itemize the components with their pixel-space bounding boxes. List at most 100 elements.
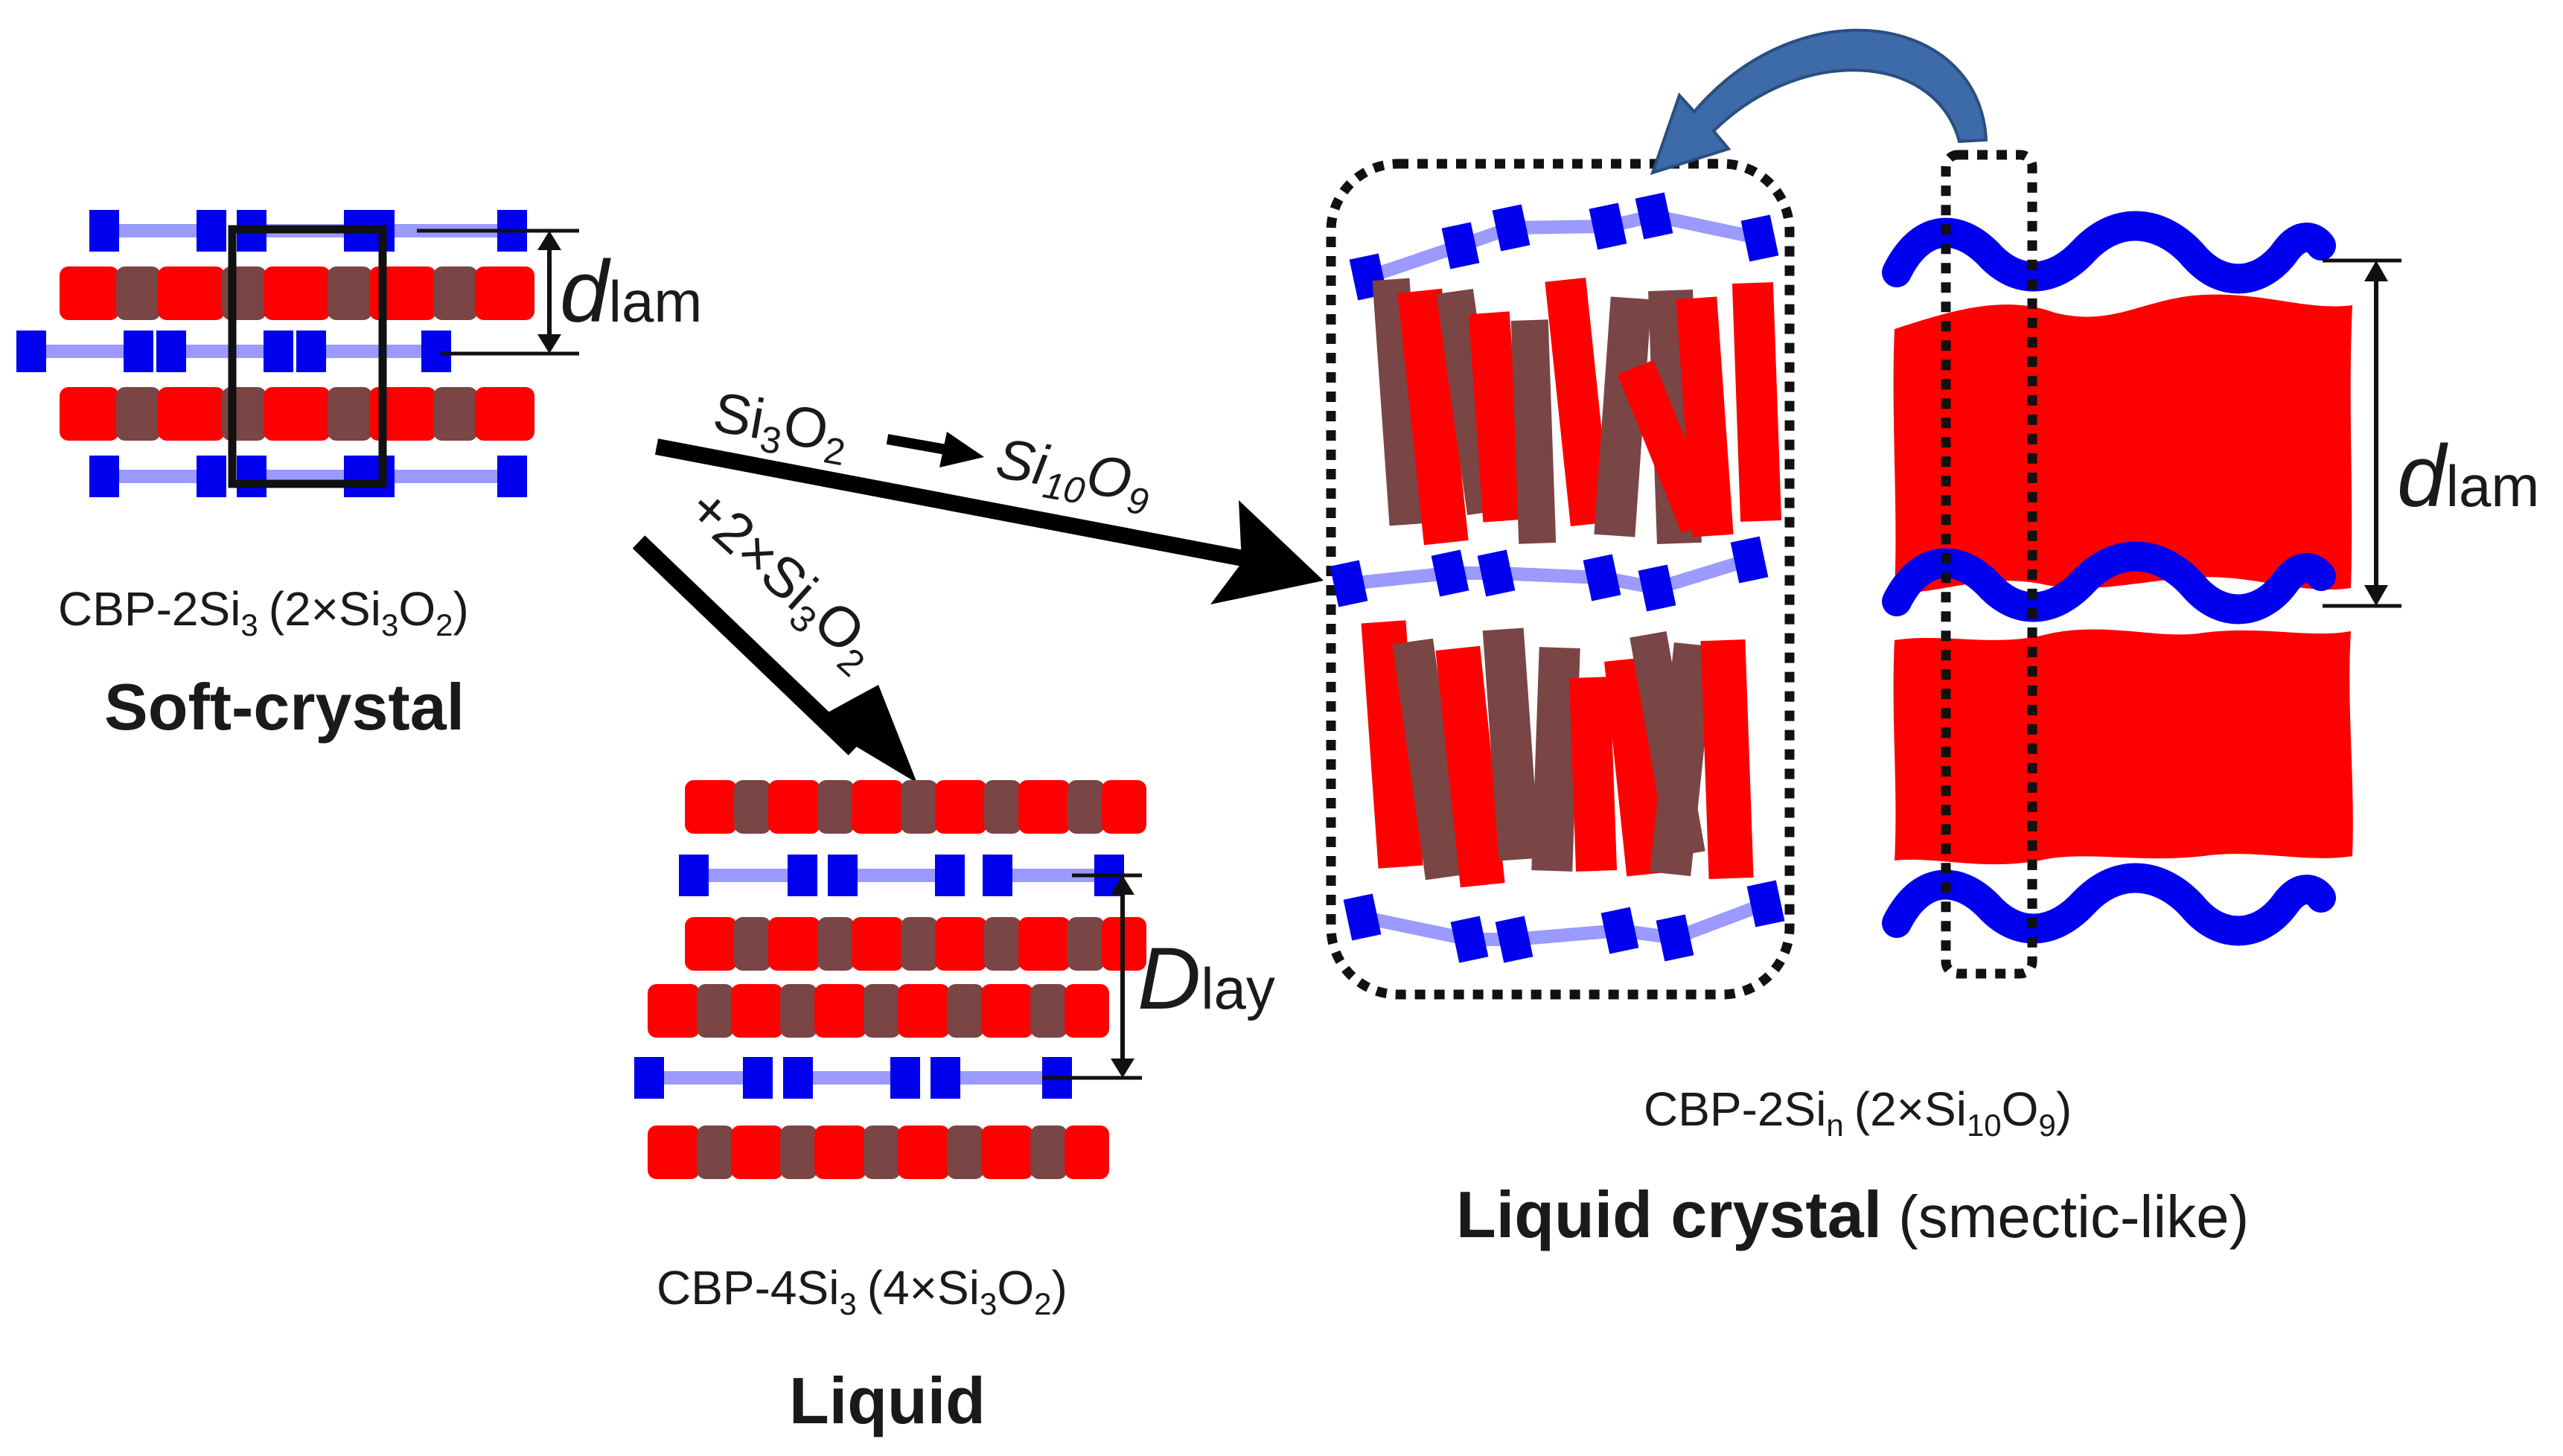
liquid-structure [634,780,1146,1179]
siloxane-unit [890,1057,920,1099]
mesogen-core-segment [817,917,855,971]
mesogen-core-segment [685,917,737,971]
siloxane-linker [311,345,436,358]
siloxane-linker [694,869,802,882]
arrow-to-liquid [632,535,917,783]
mesogen-core-segment [1067,780,1105,834]
siloxane-unit [1441,222,1480,269]
siloxane-unit [89,210,119,252]
mesogen-core-segment [768,780,820,834]
mesogen-rod [1700,639,1754,879]
siloxane-linker [104,470,211,483]
mesogen-core-segment [328,387,372,441]
d-lam-label-right: dlam [2397,427,2539,526]
mesogen-core-segment [947,1125,984,1179]
siloxane-unit [296,331,326,372]
mesogen-rod [1510,319,1557,544]
d-lam-dimension-left [417,229,579,356]
mesogen-core-segment [1065,1125,1109,1179]
mesogen-core-segment [158,387,225,441]
mesogen-rod [1392,638,1466,881]
siloxane-unit [743,1057,773,1099]
arrow-label-plus-2-si3o2: +2×Si3O2 [671,476,892,684]
siloxane-unit [1492,204,1531,252]
siloxane-unit [1583,554,1621,601]
siloxane-linker [1672,897,1769,945]
siloxane-unit [983,855,1012,896]
siloxane-unit [634,1057,664,1099]
mesogen-core-segment [328,266,372,320]
siloxane-unit [1740,214,1779,262]
siloxane-unit [197,456,226,497]
mesogen-rod [1617,360,1718,534]
unit-cell-box [228,225,387,488]
mesogen-core-segment [864,984,901,1038]
siloxane-unit [1495,916,1533,963]
mesogen-core-segment [1030,984,1067,1038]
siloxane-linker [1653,209,1761,245]
siloxane-linker [998,869,1109,882]
mesogen-core-segment [935,780,987,834]
siloxane-linker [31,345,138,358]
mesogen-core-segment [116,266,161,320]
siloxane-unit [679,855,709,896]
mesogen-core-segment [852,780,904,834]
mesogen-core-segment [898,1125,950,1179]
mesogen-rod [1594,296,1652,537]
siloxane-unit [1656,914,1694,962]
siloxane-unit [783,1057,813,1099]
soft-crystal-compound: CBP-2Si3(2×Si3O2) [58,582,469,642]
siloxane-linker [1496,566,1603,584]
mesogen-core-segment [947,984,984,1038]
siloxane-linker [380,470,512,483]
siloxane-unit [931,1057,960,1099]
mesogen-rod [1397,288,1469,546]
mesogen-core-segment [935,917,987,971]
mesogen-core-segment [898,984,950,1038]
siloxane-linker [1348,566,1451,590]
mesogen-core-segment [116,387,161,441]
mesogen-core-segment [731,984,783,1038]
siloxane-unit [1746,880,1785,927]
mesogen-core-segment [1065,984,1109,1038]
mesogen-core-segment [817,780,855,834]
mesogen-core-segment [433,266,478,320]
mesogen-core-segment [1018,917,1070,971]
siloxane-unit [237,456,266,497]
mesogen-rod [1468,311,1525,523]
siloxane-unit [1477,549,1516,597]
mesogen-core-segment [60,387,119,441]
siloxane-unit [1600,907,1639,954]
mesogen-core-segment [780,984,817,1038]
siloxane-unit [497,456,527,497]
mesogen-core-segment [1102,780,1146,834]
mesogen-core-segment [158,266,225,320]
siloxane-unit [1635,192,1673,240]
mesogen-core-segment [60,266,119,320]
d-lam-dimension-right [2323,258,2401,608]
mesogen-core-segment [734,917,771,971]
siloxane-unit [156,331,186,372]
mesogen-rod [1435,645,1505,888]
siloxane-unit [1343,893,1382,941]
mesogen-core-segment [697,1125,734,1179]
mesogen-core-segment [864,1125,901,1179]
mesogen-rod [1630,630,1705,858]
mesogen-core-segment [1030,1125,1067,1179]
mesogen-core-segment [981,984,1033,1038]
siloxane-linker [798,1071,905,1085]
lc-molecule-structure [1330,192,1785,963]
mesogen-core-segment [852,917,904,971]
mesogen-core-segment [984,780,1021,834]
mesogen-core-segment [264,266,331,320]
lc-continuum-structure [1882,211,2353,946]
siloxane-linker [1513,924,1621,946]
siloxane-linker [1361,910,1471,946]
mesogen-core-segment [768,917,820,971]
siloxane-unit [89,456,119,497]
mesogen-core-segment [475,266,534,320]
siloxane-unit [197,210,226,252]
siloxane-linker [649,1071,758,1085]
mesogen-core-segment [814,1125,866,1179]
